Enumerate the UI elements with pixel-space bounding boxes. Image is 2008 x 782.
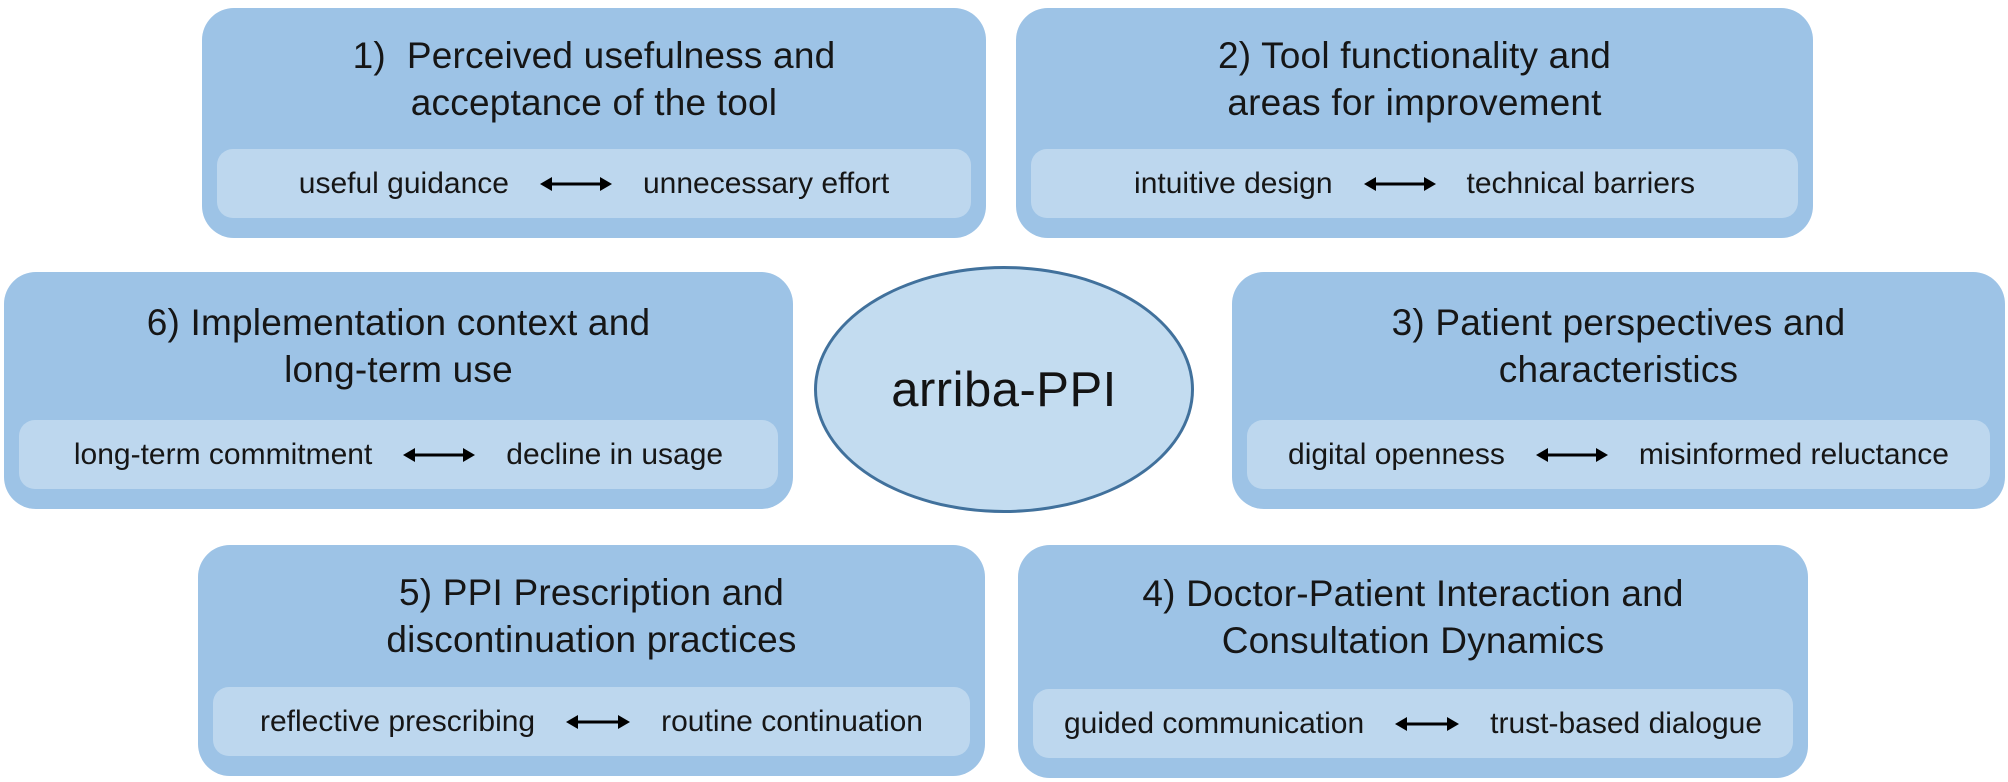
- spectrum-left-label: useful guidance: [298, 166, 509, 200]
- double-arrow-icon: [403, 447, 476, 462]
- theme-box-2: 2) Tool functionality and areas for impr…: [1016, 8, 1813, 238]
- theme-title-3: 3) Patient perspectives and characterist…: [1232, 272, 2005, 420]
- theme-title-line: 6) Implementation context and: [146, 302, 651, 343]
- theme-title-line: 3) Patient perspectives and: [1391, 302, 1846, 343]
- theme-title-5: 5) PPI Prescription and discontinuation …: [198, 545, 985, 687]
- center-ellipse: arriba-PPI: [814, 266, 1194, 513]
- theme-title-line: areas for improvement: [1227, 81, 1602, 123]
- theme-title-line: characteristics: [1498, 349, 1739, 390]
- spectrum-pill-1: useful guidance unnecessary effort: [217, 149, 971, 218]
- theme-title-6: 6) Implementation context and long-term …: [4, 272, 793, 420]
- spectrum-left-label: digital openness: [1288, 437, 1505, 471]
- theme-title-4: 4) Doctor-Patient Interaction and Consul…: [1018, 545, 1808, 689]
- double-arrow-icon: [1363, 176, 1436, 191]
- spectrum-right-label: misinformed reluctance: [1638, 437, 1949, 471]
- theme-title-line: 1) Perceived usefulness and: [352, 34, 836, 76]
- double-arrow-icon: [1395, 716, 1460, 731]
- theme-title-line: Consultation Dynamics: [1221, 620, 1605, 661]
- spectrum-pill-4: guided communication trust-based dialogu…: [1033, 689, 1793, 758]
- theme-title-2: 2) Tool functionality and areas for impr…: [1016, 8, 1813, 149]
- theme-title-1: 1) Perceived usefulness and acceptance o…: [202, 8, 986, 149]
- spectrum-left-label: intuitive design: [1134, 166, 1333, 200]
- theme-box-4: 4) Doctor-Patient Interaction and Consul…: [1018, 545, 1808, 778]
- center-label: arriba-PPI: [891, 362, 1117, 417]
- theme-title-line: acceptance of the tool: [410, 81, 778, 123]
- theme-title-line: 2) Tool functionality and: [1217, 34, 1612, 76]
- spectrum-left-label: guided communication: [1063, 706, 1365, 740]
- spectrum-pill-3: digital openness misinformed reluctance: [1247, 420, 1990, 489]
- double-arrow-icon: [1535, 447, 1608, 462]
- spectrum-right-label: routine continuation: [661, 704, 923, 738]
- spectrum-left-label: long-term commitment: [73, 437, 373, 471]
- theme-box-3: 3) Patient perspectives and characterist…: [1232, 272, 2005, 509]
- spectrum-right-label: trust-based dialogue: [1490, 706, 1763, 740]
- theme-box-5: 5) PPI Prescription and discontinuation …: [198, 545, 985, 776]
- theme-box-1: 1) Perceived usefulness and acceptance o…: [202, 8, 986, 238]
- theme-title-line: 5) PPI Prescription and: [398, 572, 785, 613]
- spectrum-left-label: reflective prescribing: [260, 704, 536, 738]
- theme-title-line: long-term use: [284, 349, 513, 390]
- spectrum-pill-5: reflective prescribing routine continuat…: [213, 687, 970, 756]
- spectrum-pill-2: intuitive design technical barriers: [1031, 149, 1798, 218]
- spectrum-right-label: unnecessary effort: [642, 166, 890, 200]
- theme-title-line: discontinuation practices: [386, 619, 797, 660]
- spectrum-right-label: decline in usage: [506, 437, 724, 471]
- double-arrow-icon: [566, 714, 631, 729]
- theme-title-line: 4) Doctor-Patient Interaction and: [1142, 573, 1684, 614]
- theme-box-6: 6) Implementation context and long-term …: [4, 272, 793, 509]
- spectrum-pill-6: long-term commitment decline in usage: [19, 420, 778, 489]
- double-arrow-icon: [539, 176, 612, 191]
- spectrum-right-label: technical barriers: [1466, 166, 1695, 200]
